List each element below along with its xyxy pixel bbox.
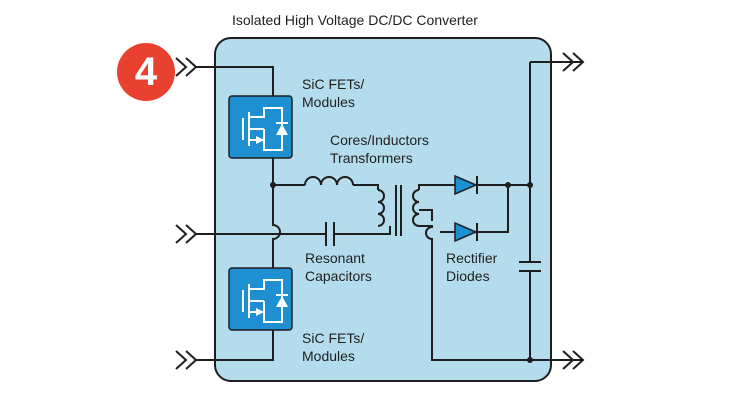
sic-fet-bottom-icon [228, 267, 293, 331]
diagram-title: Isolated High Voltage DC/DC Converter [232, 12, 478, 28]
secondary-wiring [418, 61, 583, 361]
junction-dots [270, 182, 533, 363]
primary-wiring [196, 66, 391, 361]
sic-fet-top-label-line1: SiC FETs/ [302, 76, 365, 92]
cores-label-line1: Cores/Inductors [330, 132, 429, 148]
input-connector-top-icon [175, 57, 198, 77]
cores-label-line2: Transformers [330, 150, 413, 166]
input-connector-bottom-icon [175, 350, 198, 370]
rectifier-diode-bottom-icon [454, 221, 478, 243]
sic-fet-bottom-label-line1: SiC FETs/ [302, 330, 365, 346]
resonant-label-line2: Capacitors [305, 268, 372, 284]
rectifier-diode-top-icon [454, 174, 478, 196]
sic-fet-top-label-line2: Modules [302, 94, 355, 110]
resonant-capacitor-icon [318, 222, 342, 246]
output-capacitor-icon [519, 261, 541, 272]
rectifier-label-line2: Diodes [446, 268, 490, 284]
inductor-icon [304, 176, 354, 186]
input-connector-middle-icon [175, 224, 198, 244]
sic-fet-top-icon [228, 95, 293, 159]
transformer-icon [377, 185, 420, 236]
sic-fet-bottom-label-line2: Modules [302, 348, 355, 364]
rectifier-label-line1: Rectifier [446, 250, 498, 266]
step-badge: 4 [117, 43, 175, 101]
resonant-label-line1: Resonant [305, 250, 365, 266]
